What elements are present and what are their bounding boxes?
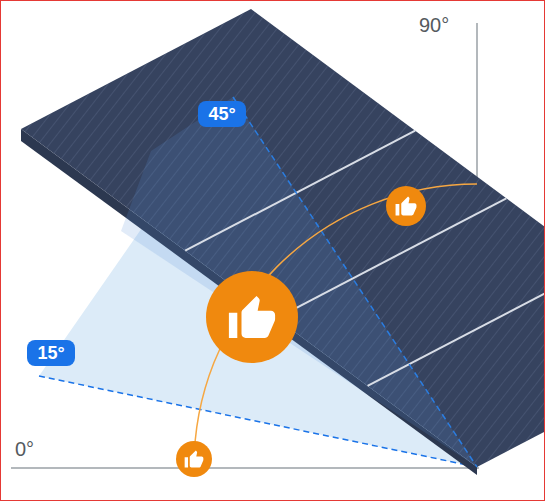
solar-panel (21, 9, 545, 467)
angle-wedge-overlay (121, 97, 477, 467)
panel-separator (368, 266, 545, 386)
panel-separator (185, 131, 415, 251)
panel-cells (21, 9, 545, 467)
axis-angle-label: 0° (15, 437, 34, 461)
thumb-icon (176, 441, 212, 477)
angle-value: 15° (37, 342, 64, 364)
horizontal-axis (11, 467, 479, 469)
angle-badge: 15° (27, 340, 75, 366)
axis-angle-label: 90° (419, 13, 449, 37)
panel-separators (185, 131, 545, 386)
thumb-icon (206, 271, 298, 363)
thumb-icon (386, 186, 426, 226)
angle-value: 45° (208, 103, 235, 125)
angle-arc (194, 184, 477, 467)
angle-badge: 45° (198, 101, 246, 127)
